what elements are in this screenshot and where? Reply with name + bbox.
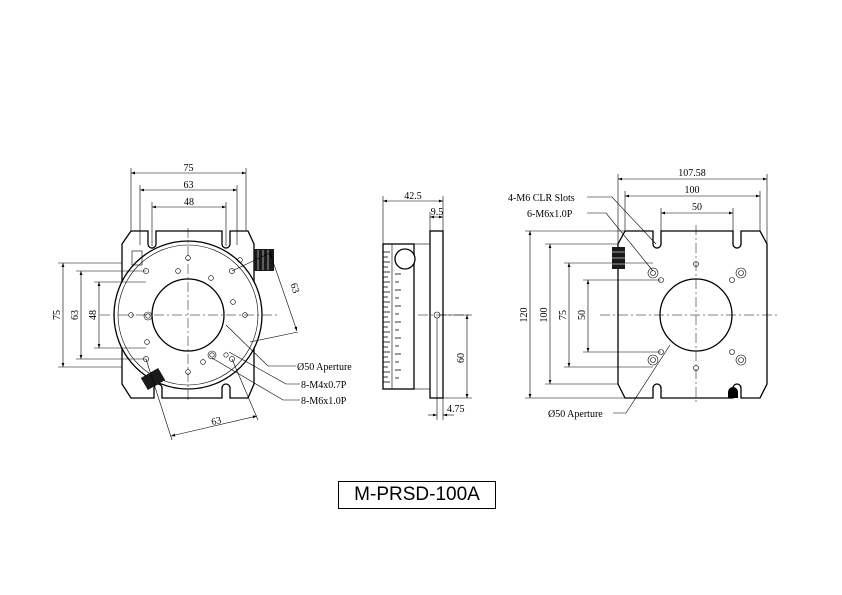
label-bottom-m6: 6-M6x1.0P: [527, 209, 573, 220]
label-front-m6: 8-M6x1.0P: [301, 396, 347, 407]
dim-front-top-63: 63: [184, 180, 194, 191]
dim-bottom-top-50: 50: [692, 202, 702, 213]
dim-front-diag-63-right: 63: [288, 282, 302, 295]
dim-side-60: 60: [456, 353, 467, 363]
dim-side-9-5: 9.5: [431, 207, 444, 218]
dim-front-top-75: 75: [184, 163, 194, 174]
dim-bottom-left-75: 75: [558, 310, 569, 320]
dim-bottom-left-100: 100: [539, 308, 550, 323]
side-plate: [429, 230, 444, 399]
dim-front-diag-63-bottom: 63: [210, 415, 222, 428]
front-view: 75 63 48 75 63 48 63 63 Ø50 Ap: [52, 163, 352, 441]
side-view: 42.5 9.5 60 4.75: [382, 191, 472, 420]
dim-bottom-top-107-58: 107.58: [678, 168, 706, 179]
dim-front-left-63: 63: [70, 310, 81, 320]
side-knob: [394, 248, 416, 270]
dim-bottom-left-120: 120: [519, 308, 530, 323]
front-drive-knob: [140, 367, 166, 391]
dim-side-42-5: 42.5: [404, 191, 422, 202]
dim-side-4-75: 4.75: [447, 404, 465, 415]
model-name: M-PRSD-100A: [354, 484, 480, 505]
bottom-holes: [647, 261, 747, 371]
label-front-m4: 8-M4x0.7P: [301, 380, 347, 391]
label-front-aperture: Ø50 Aperture: [297, 362, 352, 373]
dim-bottom-left-50: 50: [577, 310, 588, 320]
front-lock-knob: [254, 249, 274, 271]
dim-bottom-top-100: 100: [685, 185, 700, 196]
dim-front-top-48: 48: [184, 197, 194, 208]
front-tapped-holes: [128, 255, 248, 375]
dim-front-left-75: 75: [52, 310, 63, 320]
side-scale-ticks: [383, 251, 401, 383]
label-bottom-aperture: Ø50 Aperture: [548, 409, 603, 420]
side-body: [382, 243, 415, 390]
label-bottom-slots: 4-M6 CLR Slots: [508, 193, 575, 204]
bottom-view: 107.58 100 50 120 100 75 50 4-M6 CLR Slo…: [508, 168, 780, 420]
dim-front-left-48: 48: [88, 310, 99, 320]
bottom-base-plate: [617, 230, 768, 399]
model-name-box: M-PRSD-100A: [338, 481, 496, 509]
